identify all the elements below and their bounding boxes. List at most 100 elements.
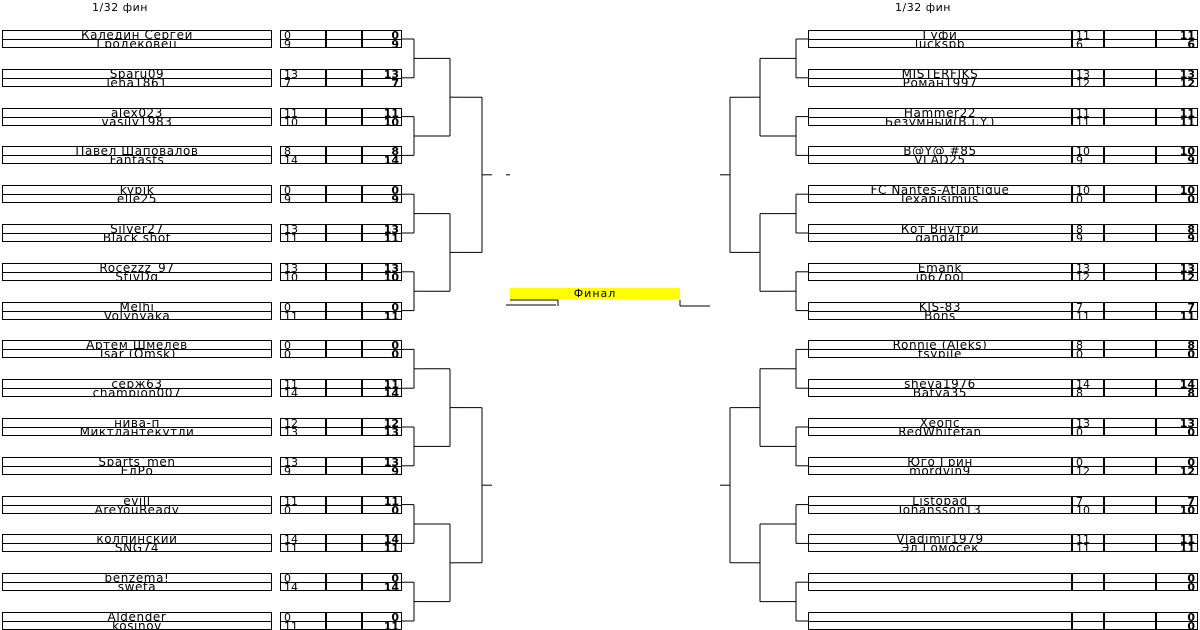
round1-score: 10 <box>1072 504 1104 514</box>
total-score: 0 <box>1156 612 1198 621</box>
round2-score <box>1104 495 1156 505</box>
total-score: 13 <box>1156 68 1198 78</box>
player-name: серж63 <box>2 379 272 389</box>
player-name: Volynyaka <box>2 310 272 320</box>
round2-score <box>326 155 362 165</box>
player-name: lexanisimus <box>808 194 1072 204</box>
player-name: Роман1997 <box>808 77 1072 87</box>
round2-score <box>1104 573 1156 583</box>
total-score: 0 <box>362 504 402 514</box>
player-name: ЕдРо <box>2 465 272 475</box>
round1-score: 0 <box>280 301 326 311</box>
total-score: 12 <box>362 418 402 427</box>
round2-score <box>326 301 362 311</box>
total-score: 6 <box>1156 39 1198 48</box>
round2-score <box>326 534 362 544</box>
player-name: gandalf <box>808 233 1072 242</box>
total-score: 10 <box>362 271 402 281</box>
total-score: 0 <box>362 30 402 39</box>
total-score: 11 <box>1156 534 1198 544</box>
player-name: Гродековец <box>2 39 272 48</box>
round2-score <box>1104 543 1156 553</box>
right-match-15-player-1: 0 <box>0 573 1200 583</box>
round1-score: 13 <box>280 427 326 436</box>
round2-score <box>1104 77 1156 87</box>
player-name: Павел Шаповалов <box>2 146 272 156</box>
round2-score <box>1104 427 1156 436</box>
total-score: 0 <box>362 573 402 583</box>
round1-score: 9 <box>1072 155 1104 165</box>
round2-score <box>326 77 362 87</box>
player-name: Каледин Сергей <box>2 30 272 39</box>
player-name: Артем Шмелев <box>2 340 272 350</box>
player-name: Sparts`men <box>2 456 272 466</box>
round2-score <box>326 39 362 48</box>
round1-score: 11 <box>280 543 326 553</box>
round1-score: 14 <box>280 388 326 398</box>
total-score: 9 <box>1156 155 1198 165</box>
player-name: mordvin9 <box>808 465 1072 475</box>
player-name: B@Y@ #85 <box>808 146 1072 156</box>
total-score: 7 <box>1156 495 1198 505</box>
round2-score <box>326 194 362 204</box>
total-score: 7 <box>362 77 402 87</box>
round2-score <box>326 224 362 233</box>
total-score: 0 <box>1156 456 1198 466</box>
round2-score <box>326 349 362 359</box>
total-score: 14 <box>362 534 402 544</box>
round1-score: 9 <box>280 39 326 48</box>
round1-score: 7 <box>280 77 326 87</box>
round2-score <box>1104 194 1156 204</box>
total-score: 11 <box>1156 543 1198 553</box>
total-score: 14 <box>1156 379 1198 389</box>
player-name: колпинский <box>2 534 272 544</box>
round2-score <box>1104 582 1156 592</box>
round1-score: 13 <box>280 262 326 272</box>
total-score: 0 <box>362 185 402 195</box>
round1-score: 14 <box>1072 379 1104 389</box>
round2-score <box>1104 301 1156 311</box>
round1-score: 0 <box>280 30 326 39</box>
player-name: luckspb <box>808 39 1072 48</box>
total-score: 13 <box>362 262 402 272</box>
round2-score <box>1104 185 1156 195</box>
round1-score <box>1072 612 1104 621</box>
player-name: Emank <box>808 262 1072 272</box>
total-score: 11 <box>362 233 402 242</box>
round1-score <box>1072 582 1104 592</box>
total-score: 0 <box>362 340 402 350</box>
player-name: RedWhitefan <box>808 427 1072 436</box>
player-name: StivDg <box>2 271 272 281</box>
round2-score <box>1104 68 1156 78</box>
player-name: Гуфи <box>808 30 1072 39</box>
round2-score <box>1104 116 1156 126</box>
round2-score <box>326 116 362 126</box>
player-name: Batya35 <box>808 388 1072 398</box>
